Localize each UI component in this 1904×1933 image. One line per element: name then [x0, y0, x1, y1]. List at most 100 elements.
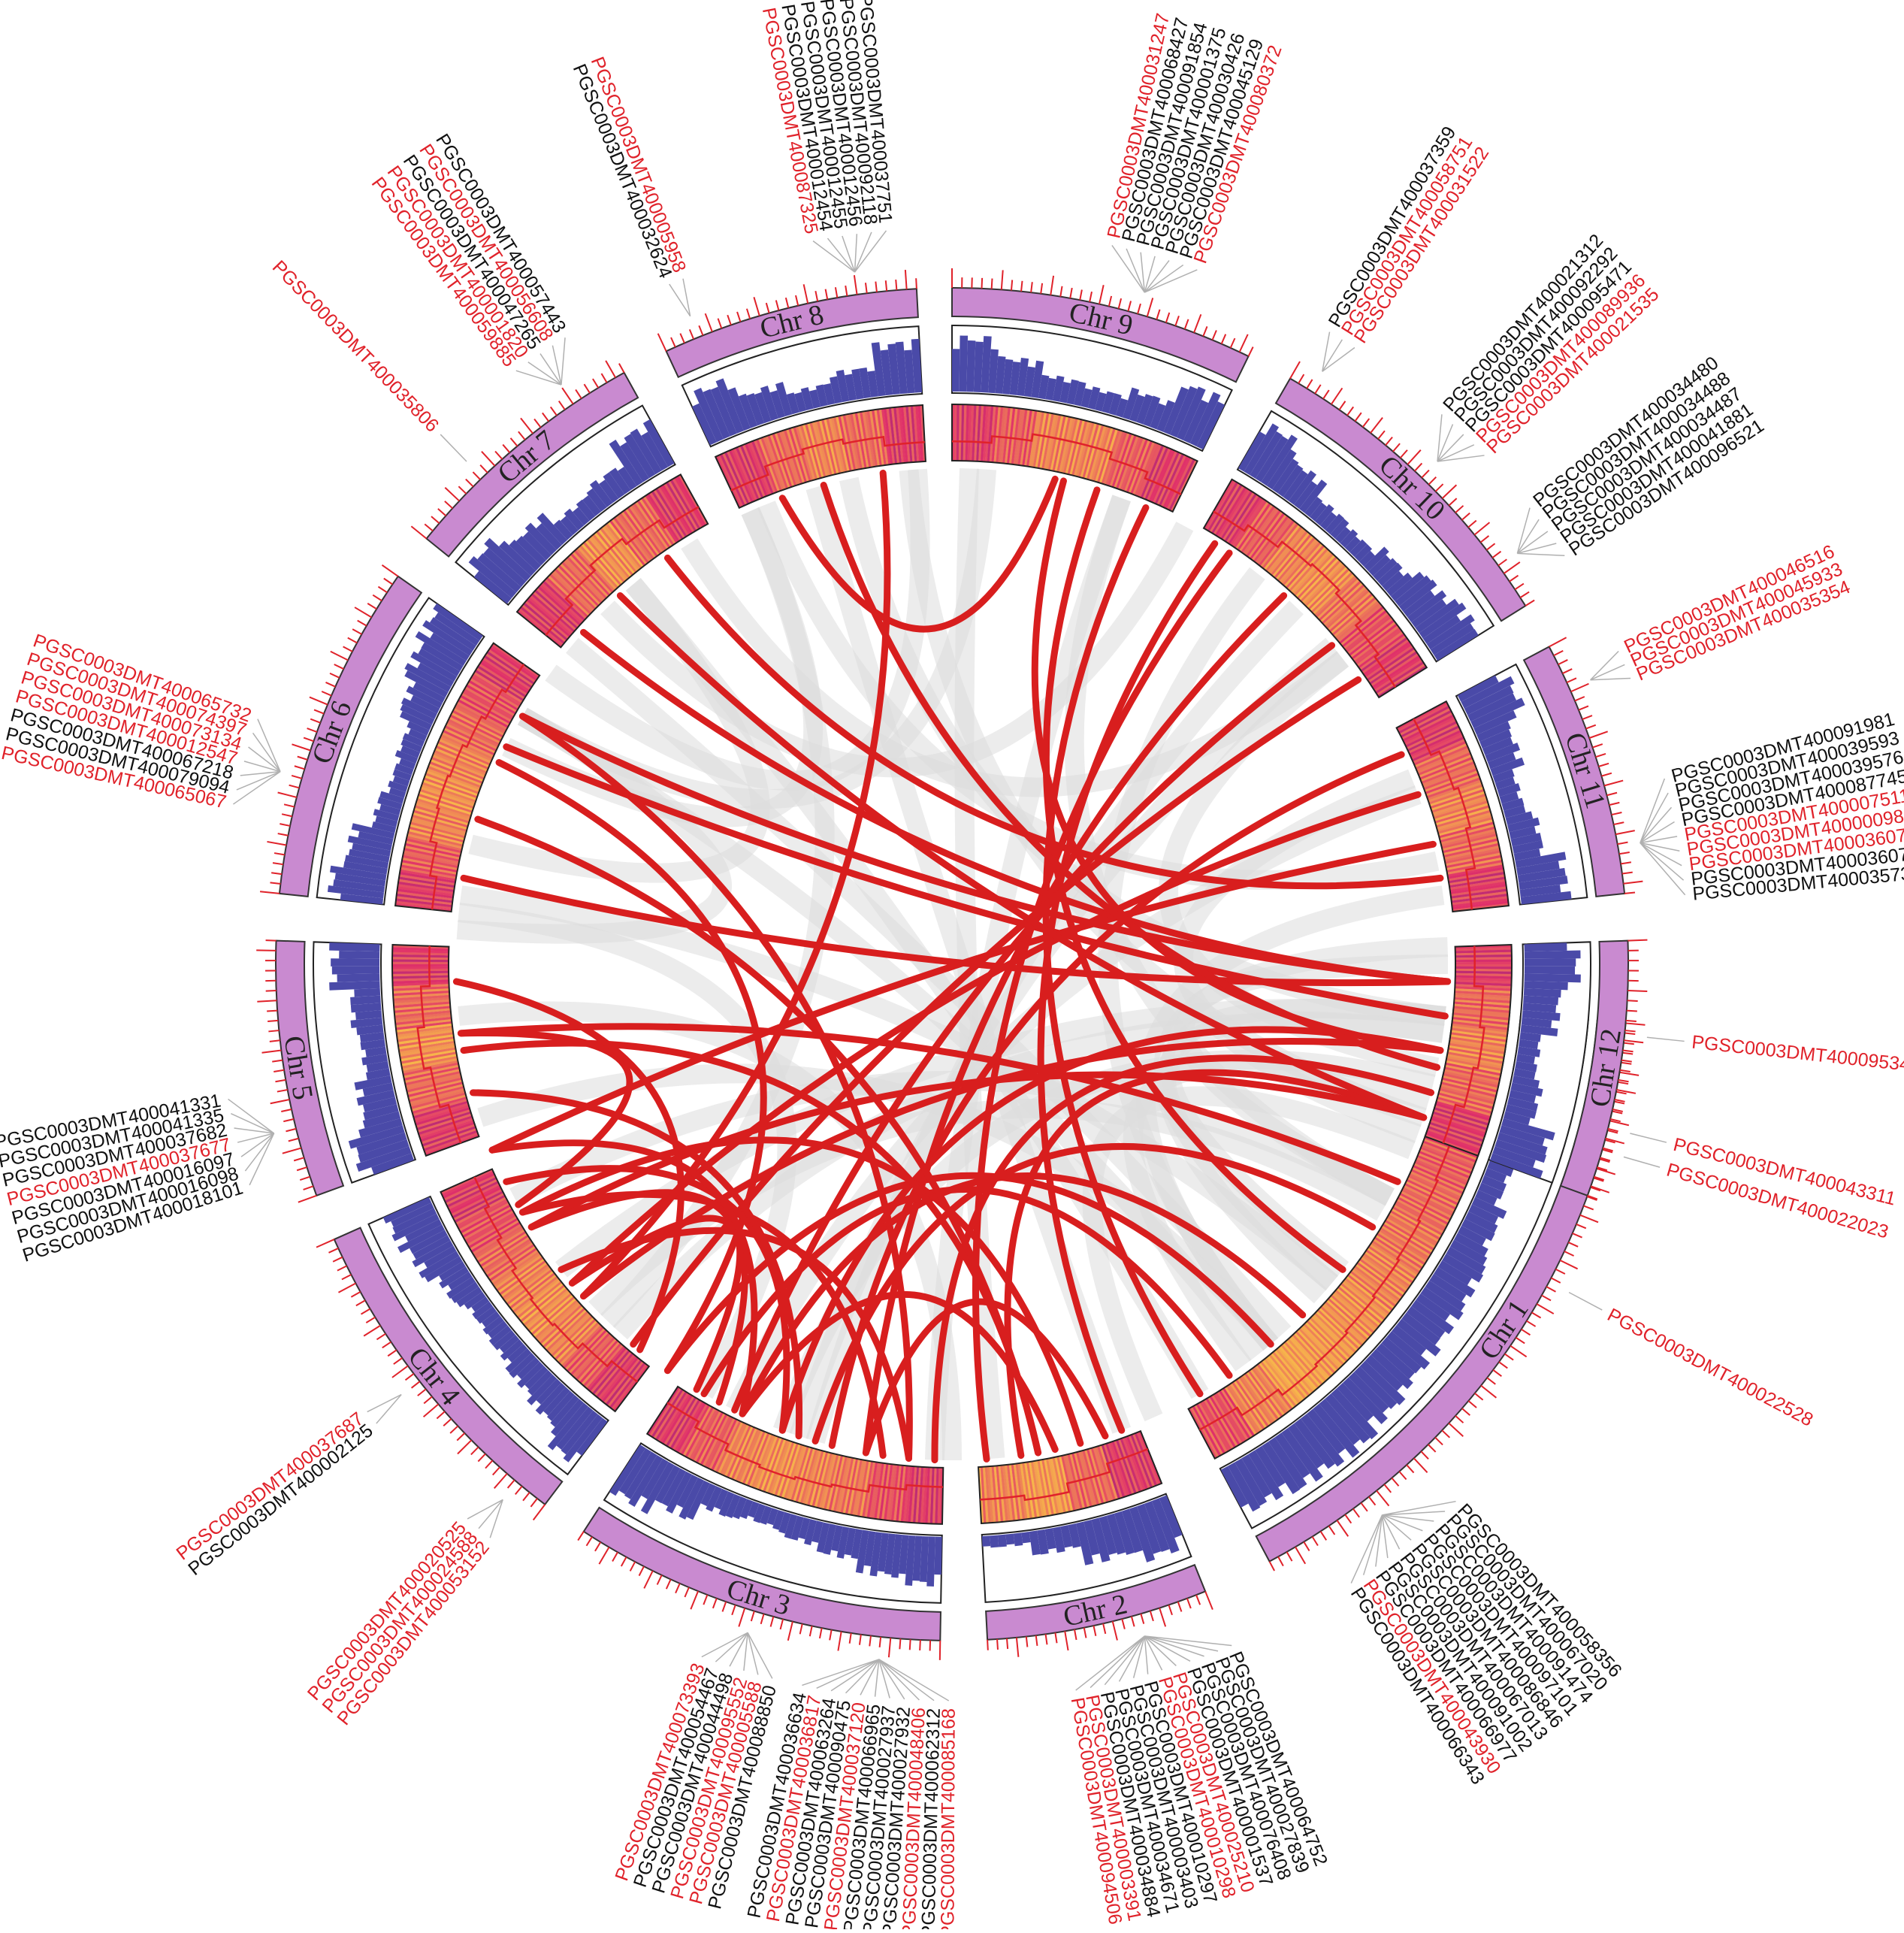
gene-group: PGSC0003DMT400046516PGSC0003DMT400045933… — [1591, 541, 1854, 685]
tick-mark — [1060, 286, 1062, 297]
tick-mark — [751, 1611, 754, 1621]
density-bar — [354, 988, 380, 997]
tick-mark — [1399, 1472, 1406, 1479]
tick-mark — [1579, 706, 1588, 709]
tick-mark — [1620, 1070, 1630, 1072]
tick-mark — [1591, 1186, 1609, 1193]
tick-mark — [1493, 1370, 1501, 1376]
tick-mark — [1619, 1072, 1639, 1075]
tick-mark — [1021, 281, 1022, 292]
gene-group: PGSC0003DMT400058356PGSC0003DMT400067020… — [1346, 1499, 1626, 1788]
density-bar — [1525, 942, 1567, 951]
chromosome-2: Chr 2 — [978, 1431, 1213, 1657]
leader-line — [1640, 843, 1684, 881]
tick-mark — [1312, 1537, 1317, 1546]
leader-line — [1647, 1037, 1685, 1041]
tick-mark — [1584, 1205, 1594, 1209]
tick-mark — [1315, 385, 1321, 394]
tick-mark — [1055, 1632, 1056, 1643]
tick-mark — [388, 1350, 397, 1356]
tick-mark — [1270, 1562, 1275, 1571]
tick-mark — [326, 682, 336, 687]
tick-mark — [1462, 513, 1470, 520]
density-bar — [339, 951, 379, 959]
tick-mark — [1516, 1338, 1525, 1344]
tick-mark — [358, 621, 367, 626]
gene-group: PGSC0003DMT400035806 — [268, 256, 467, 461]
leader-line — [855, 234, 857, 272]
tick-mark — [905, 270, 907, 289]
tick-mark — [727, 315, 731, 325]
tick-mark — [1329, 1526, 1335, 1535]
tick-mark — [657, 1575, 662, 1585]
tick-mark — [1377, 1490, 1389, 1505]
leader-line — [1144, 256, 1155, 292]
tick-mark — [739, 1608, 745, 1627]
tick-mark — [1278, 1556, 1283, 1565]
tick-mark — [1612, 812, 1622, 815]
tick-mark — [718, 319, 722, 328]
tick-mark — [1443, 485, 1457, 498]
tick-mark — [889, 1638, 890, 1657]
tick-mark — [1371, 418, 1383, 433]
leader-line — [831, 1659, 879, 1691]
tick-mark — [1481, 1386, 1496, 1398]
leader-line — [244, 761, 280, 772]
tick-mark — [850, 1633, 851, 1644]
tick-mark — [1558, 660, 1568, 664]
tick-mark — [680, 334, 685, 343]
tick-mark — [1568, 1242, 1578, 1247]
tick-mark — [443, 1419, 451, 1426]
tick-mark — [606, 361, 615, 378]
tick-mark — [866, 283, 867, 293]
tick-mark — [431, 516, 440, 523]
tick-mark — [1571, 684, 1589, 691]
tick-mark — [376, 1334, 385, 1340]
tick-mark — [274, 853, 285, 855]
tick-mark — [1156, 310, 1159, 319]
gene-group: PGSC0003DMT400091981PGSC0003DMT400039593… — [1640, 709, 1904, 905]
tick-mark — [270, 882, 280, 884]
tick-mark — [382, 1342, 391, 1348]
heatmap-slice — [1455, 959, 1512, 962]
tick-mark — [1486, 543, 1494, 550]
heatmap-slice — [392, 964, 449, 967]
tick-mark — [1624, 882, 1643, 884]
tick-mark — [639, 1566, 644, 1575]
density-bar — [1525, 951, 1581, 959]
tick-mark — [1576, 1224, 1586, 1228]
tick-mark — [328, 1248, 338, 1253]
tick-mark — [587, 1537, 592, 1546]
tick-mark — [595, 1542, 600, 1551]
leader-line — [748, 1632, 772, 1678]
tick-mark — [533, 1505, 546, 1520]
tick-mark — [644, 1571, 653, 1588]
tick-mark — [1455, 1416, 1463, 1423]
tick-mark — [982, 278, 983, 289]
gene-label: PGSC0003DMT400005958 — [587, 54, 691, 276]
tick-mark — [1586, 725, 1596, 729]
tick-mark — [1621, 1063, 1631, 1064]
tick-mark — [1185, 319, 1189, 329]
leader-line — [855, 231, 887, 272]
leader-line — [1517, 531, 1547, 553]
tick-mark — [1475, 1393, 1483, 1400]
gene-label: PGSC0003DMT400095348 — [1691, 1032, 1904, 1077]
tick-mark — [1560, 1260, 1577, 1269]
tick-mark — [830, 1630, 831, 1641]
leader-line — [879, 1659, 905, 1699]
tick-mark — [425, 524, 433, 531]
tick-mark — [1462, 1408, 1470, 1415]
gene-group: PGSC0003DMT400037359PGSC0003DMT400058751… — [1322, 123, 1493, 371]
tick-mark — [1407, 450, 1421, 464]
tick-mark — [384, 579, 393, 585]
leader-line — [249, 1133, 274, 1185]
leader-line — [528, 362, 561, 385]
tick-mark — [1604, 781, 1623, 786]
tick-mark — [1384, 1484, 1391, 1493]
leader-line — [1120, 1636, 1145, 1681]
tick-mark — [1627, 1000, 1638, 1001]
tick-mark — [675, 1584, 680, 1593]
tick-mark — [445, 488, 459, 501]
tick-mark — [1304, 1542, 1309, 1551]
